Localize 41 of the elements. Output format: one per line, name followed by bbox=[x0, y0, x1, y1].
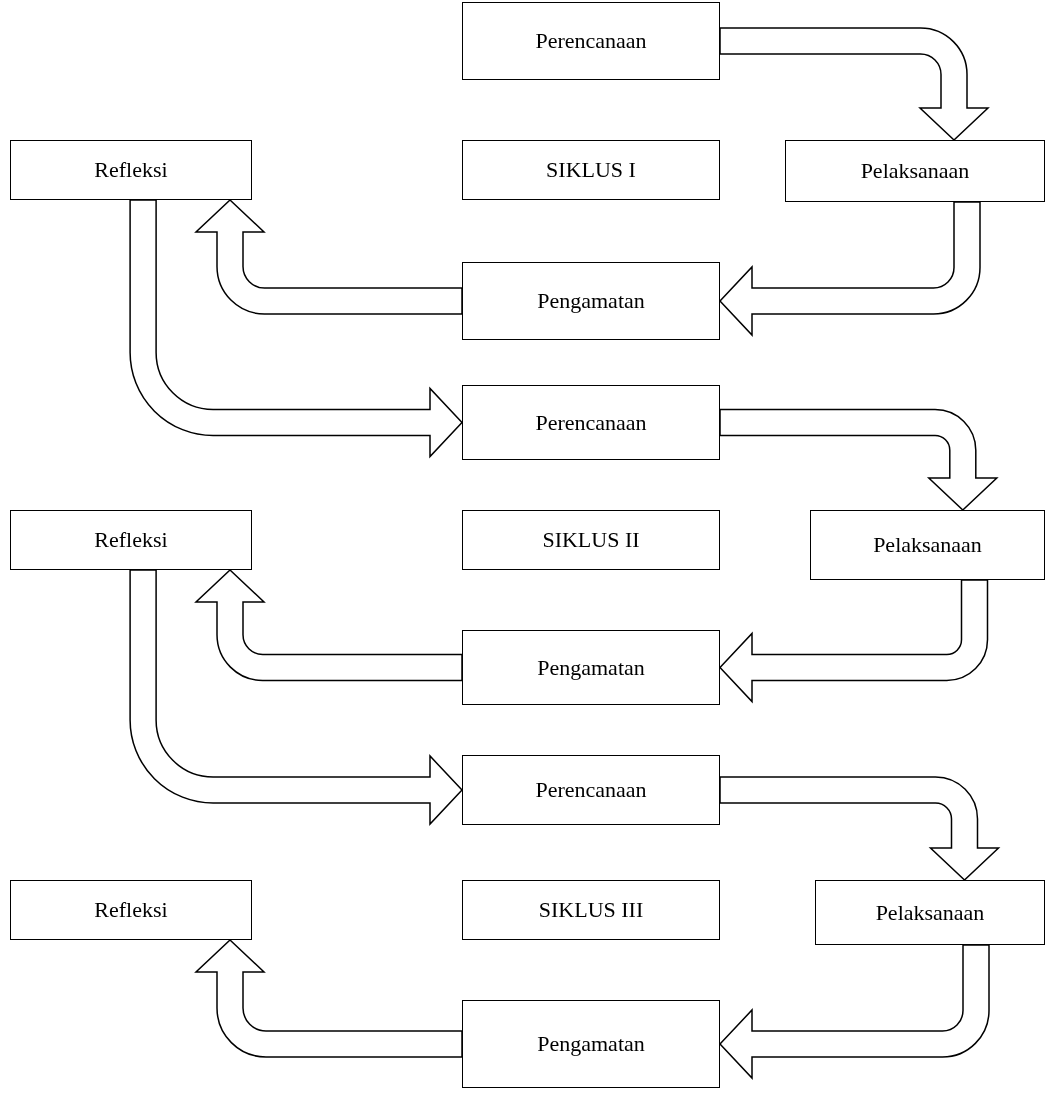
step-label: Pengamatan bbox=[537, 288, 645, 314]
step-label: Perencanaan bbox=[535, 409, 647, 436]
step-box bbox=[462, 880, 720, 940]
block-arrow bbox=[195, 199, 463, 315]
block-arrow bbox=[719, 408, 998, 511]
step-label: Perencanaan bbox=[535, 28, 647, 54]
step-box bbox=[462, 755, 720, 825]
step-label: Refleksi bbox=[94, 157, 168, 183]
block-arrow bbox=[719, 201, 981, 336]
block-arrow bbox=[719, 27, 989, 141]
step-label: Refleksi bbox=[94, 897, 168, 923]
block-arrow bbox=[195, 939, 463, 1058]
step-box bbox=[462, 2, 720, 80]
step-box bbox=[10, 140, 252, 200]
step-box bbox=[462, 1000, 720, 1088]
step-box bbox=[462, 140, 720, 200]
block-arrow bbox=[129, 569, 463, 825]
step-label: Pelaksanaan bbox=[860, 158, 970, 184]
step-label: SIKLUS I bbox=[546, 157, 636, 183]
step-label: Perencanaan bbox=[535, 777, 647, 803]
block-arrow bbox=[719, 944, 990, 1079]
step-box bbox=[462, 510, 720, 570]
step-box bbox=[10, 880, 252, 940]
step-label: Pelaksanaan bbox=[875, 899, 985, 926]
block-arrow bbox=[195, 569, 463, 682]
step-label: SIKLUS III bbox=[538, 897, 644, 923]
step-label: Refleksi bbox=[94, 527, 168, 553]
block-arrow bbox=[129, 199, 463, 458]
step-box bbox=[10, 510, 252, 570]
step-box bbox=[815, 880, 1045, 945]
step-box bbox=[462, 385, 720, 460]
block-arrow bbox=[719, 579, 989, 703]
step-box bbox=[462, 262, 720, 340]
step-box bbox=[810, 510, 1045, 580]
step-label: Pelaksanaan bbox=[873, 532, 982, 558]
step-label: Pengamatan bbox=[537, 1031, 645, 1057]
step-label: SIKLUS II bbox=[542, 527, 640, 553]
block-arrow bbox=[719, 776, 1000, 881]
step-box bbox=[785, 140, 1045, 202]
step-label: Pengamatan bbox=[537, 654, 645, 681]
step-box bbox=[462, 630, 720, 705]
